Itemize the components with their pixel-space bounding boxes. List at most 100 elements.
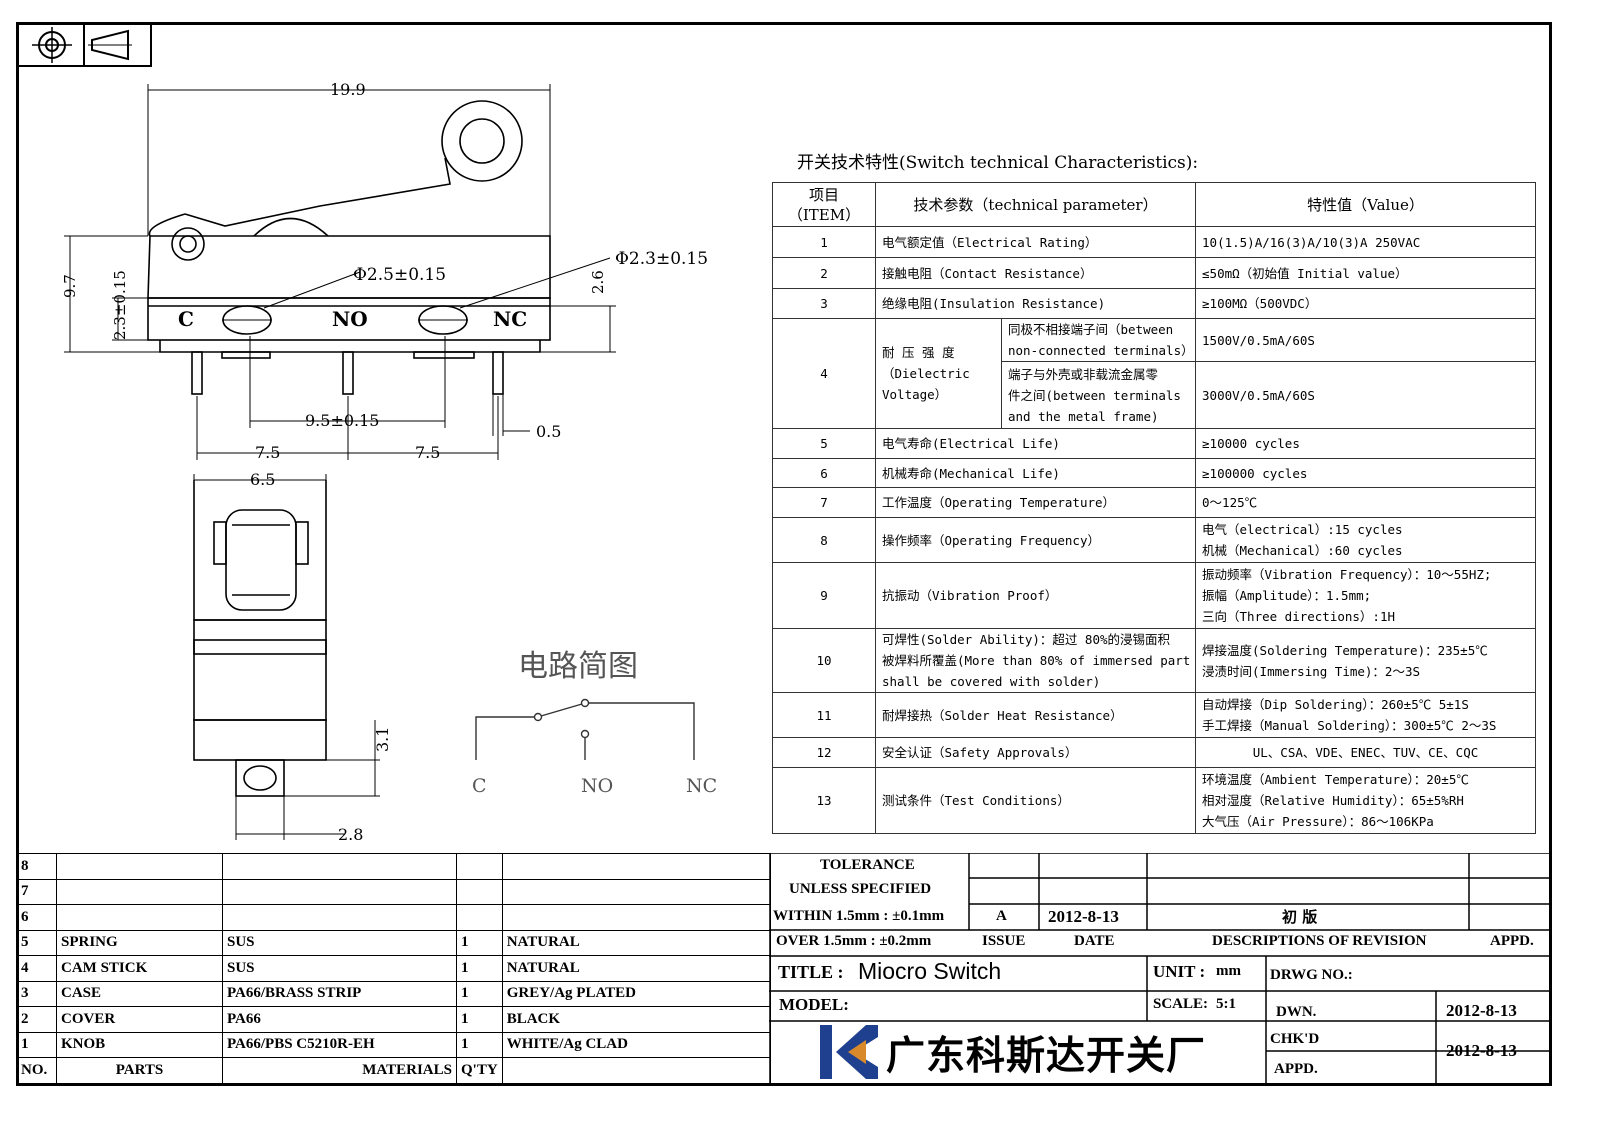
bom-cell-no: 8 xyxy=(16,853,57,880)
scale-value: 5:1 xyxy=(1216,996,1236,1012)
bom-cell-qty xyxy=(456,904,503,931)
bom-cell-material: PA66/PBS C5210R-EH xyxy=(222,1031,457,1058)
scale-label: SCALE: xyxy=(1153,996,1209,1012)
bom-cell-material: SUS xyxy=(222,955,457,982)
bom-cell-part: COVER xyxy=(56,1006,223,1033)
appd2-label: APPD. xyxy=(1274,1061,1318,1077)
title-label: TITLE : xyxy=(778,962,844,982)
dwn-date: 2012-8-13 xyxy=(1446,1001,1517,1020)
dim-side-width-label: 6.5 xyxy=(250,470,275,489)
bom-cell-finish: NATURAL xyxy=(501,955,771,982)
bom-cell-material xyxy=(222,853,457,880)
model-label: MODEL: xyxy=(779,995,849,1014)
dwn-label: DWN. xyxy=(1276,1004,1317,1020)
bom-header-no: NO. xyxy=(16,1057,57,1084)
bom-cell-finish xyxy=(501,904,771,931)
dim-height-label: 9.7 xyxy=(61,274,79,298)
spec-title: 开关技术特性(Switch technical Characteristics)… xyxy=(797,153,1199,173)
spec-header-row: 项目（ITEM） 技术参数（technical parameter） 特性值（V… xyxy=(772,182,1537,227)
bom-cell-no: 1 xyxy=(16,1031,57,1058)
appd-label: APPD. xyxy=(1490,933,1534,949)
spec-header-param: 技术参数（technical parameter） xyxy=(874,182,1197,227)
bom-cell-part xyxy=(56,878,223,905)
bom-cell-no: 3 xyxy=(16,980,57,1007)
tolerance-line-4: OVER 1.5mm : ±0.2mm xyxy=(776,933,932,949)
bom-cell-material xyxy=(222,904,457,931)
revision-date-value: 2012-8-13 xyxy=(1048,907,1119,926)
dim-hole-right-label: Φ2.3±0.15 xyxy=(615,249,708,269)
bom-header-part: PARTS xyxy=(56,1057,223,1084)
unit-value: mm xyxy=(1216,963,1241,979)
bom-cell-finish xyxy=(501,853,771,880)
dim-pitch-right-label: 7.5 xyxy=(415,443,440,462)
bom-cell-qty: 1 xyxy=(456,1031,503,1058)
dim-left-side-label: 2.3±0.15 xyxy=(111,270,129,340)
date-label: DATE xyxy=(1074,933,1115,949)
bom-cell-no: 5 xyxy=(16,929,57,956)
tolerance-line-1: TOLERANCE xyxy=(820,857,915,873)
bom-cell-no: 4 xyxy=(16,955,57,982)
bom-cell-part: SPRING xyxy=(56,929,223,956)
bom-cell-qty xyxy=(456,878,503,905)
bom-cell-no: 6 xyxy=(16,904,57,931)
spec-header-item: 项目（ITEM） xyxy=(772,182,876,227)
bom-cell-qty: 1 xyxy=(456,929,503,956)
revision-issue-value: A xyxy=(996,908,1007,924)
dim-pitch-left-label: 7.5 xyxy=(255,443,280,462)
projection-symbol xyxy=(16,22,152,67)
bom-cell-qty: 1 xyxy=(456,955,503,982)
bom-cell-material: PA66 xyxy=(222,1006,457,1033)
title-block-grid xyxy=(769,853,1552,1086)
terminal-no-label: NO xyxy=(332,307,368,331)
company-name: 广东科斯达开关厂 xyxy=(886,1034,1207,1079)
circuit-diagram: 电路简图 C NO NC xyxy=(472,649,717,797)
bom-cell-part: KNOB xyxy=(56,1031,223,1058)
bom-row: 7 xyxy=(16,878,771,905)
dim-side-tab-label: 3.1 xyxy=(373,727,392,752)
dim-width-label: 19.9 xyxy=(330,80,366,99)
circuit-title: 电路简图 xyxy=(518,649,638,684)
bom-cell-finish: WHITE/Ag CLAD xyxy=(501,1031,771,1058)
bom-cell-qty: 1 xyxy=(456,1006,503,1033)
bom-cell-part: CASE xyxy=(56,980,223,1007)
bom-cell-part: CAM STICK xyxy=(56,955,223,982)
dim-pin-pitch-label: 9.5±0.15 xyxy=(305,411,379,430)
terminal-c-label: C xyxy=(178,307,194,331)
bom-cell-qty: 1 xyxy=(456,980,503,1007)
bom-cell-material: SUS xyxy=(222,929,457,956)
bom-cell-finish: BLACK xyxy=(501,1006,771,1033)
bom-cell-no: 2 xyxy=(16,1006,57,1033)
tolerance-line-3: WITHIN 1.5mm : ±0.1mm xyxy=(773,908,945,924)
bom-row: 6 xyxy=(16,904,771,931)
bom-cell-material xyxy=(222,878,457,905)
circuit-label-c: C xyxy=(472,775,487,797)
side-view-drawing: 6.5 3.1 2.8 xyxy=(193,470,392,844)
bom-cell-qty xyxy=(456,853,503,880)
unit-label: UNIT : xyxy=(1153,962,1206,981)
bom-cell-material: PA66/BRASS STRIP xyxy=(222,980,457,1007)
drwg-no-label: DRWG NO.: xyxy=(1270,967,1353,983)
dim-hole-left-label: Φ2.5±0.15 xyxy=(353,265,446,285)
chkd-date: 2012-8-13 xyxy=(1446,1041,1517,1060)
spec-table: 项目（ITEM） 技术参数（technical parameter） 特性值（V… xyxy=(772,182,1537,834)
bom-header-material: MATERIALS xyxy=(222,1057,457,1084)
bom-header-qty: Q'TY xyxy=(456,1057,503,1084)
